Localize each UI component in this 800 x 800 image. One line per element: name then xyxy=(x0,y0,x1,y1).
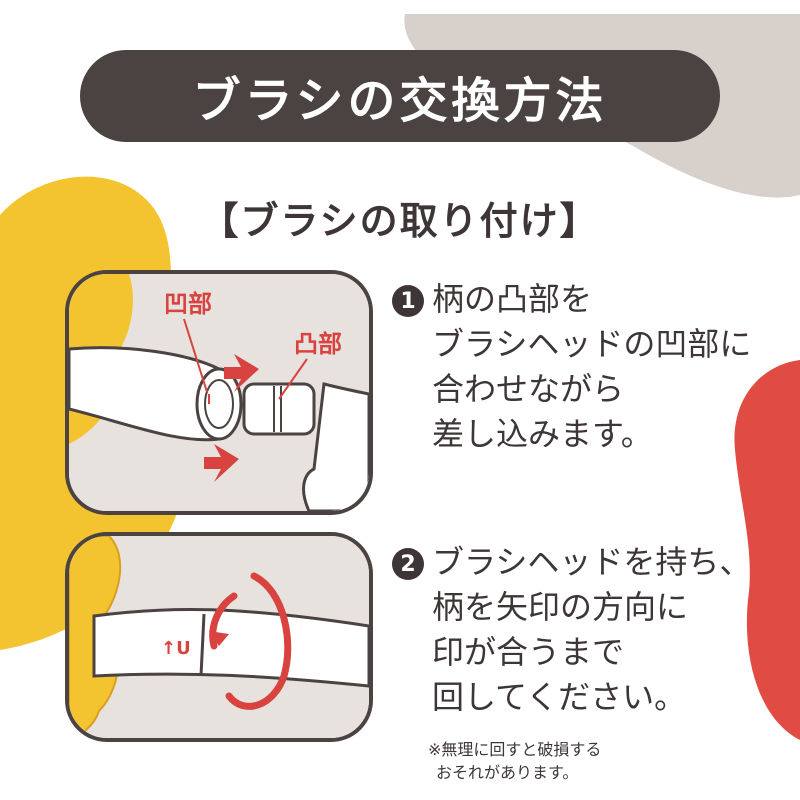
step-1: 1 柄の凸部を ブラシヘッドの凹部に 合わせながら 差し込みます。 xyxy=(392,277,751,457)
recess-label: 凹部 xyxy=(164,290,212,318)
page-title: ブラシの交換方法 xyxy=(80,50,720,142)
step-number-badge: 1 xyxy=(392,285,424,317)
red-blob xyxy=(734,360,800,740)
step-text-line: 印が合うまで xyxy=(432,633,625,671)
step-text-line: ブラシヘッドの凹部に xyxy=(432,325,752,363)
step-text-line: ブラシヘッドを持ち、 xyxy=(432,543,752,581)
step-text-line: 柄の凸部を xyxy=(432,280,593,318)
step-text-line: 柄を矢印の方向に xyxy=(432,588,689,626)
alignment-mark: ↑U xyxy=(161,638,191,659)
section-subtitle: 【ブラシの取り付け】 xyxy=(200,199,600,243)
illustration-insert-brush: 凹部 凸部 xyxy=(65,270,373,515)
note-line: おそれがあります。 xyxy=(436,763,579,782)
step-number-badge: 2 xyxy=(392,548,424,580)
step-text-line: 差し込みます。 xyxy=(432,415,653,453)
step-text-line: 合わせながら xyxy=(432,370,625,408)
illustration-rotate-handle: ↑U xyxy=(65,532,373,742)
step-text-line: 回してください。 xyxy=(432,678,687,716)
protrusion-label: 凸部 xyxy=(294,330,342,358)
caution-note: ※無理に回すと破損する おそれがあります。 xyxy=(428,738,601,784)
step-2: 2 ブラシヘッドを持ち、 柄を矢印の方向に 印が合うまで 回してください。 xyxy=(392,540,751,720)
note-line: ※無理に回すと破損する xyxy=(428,740,602,759)
